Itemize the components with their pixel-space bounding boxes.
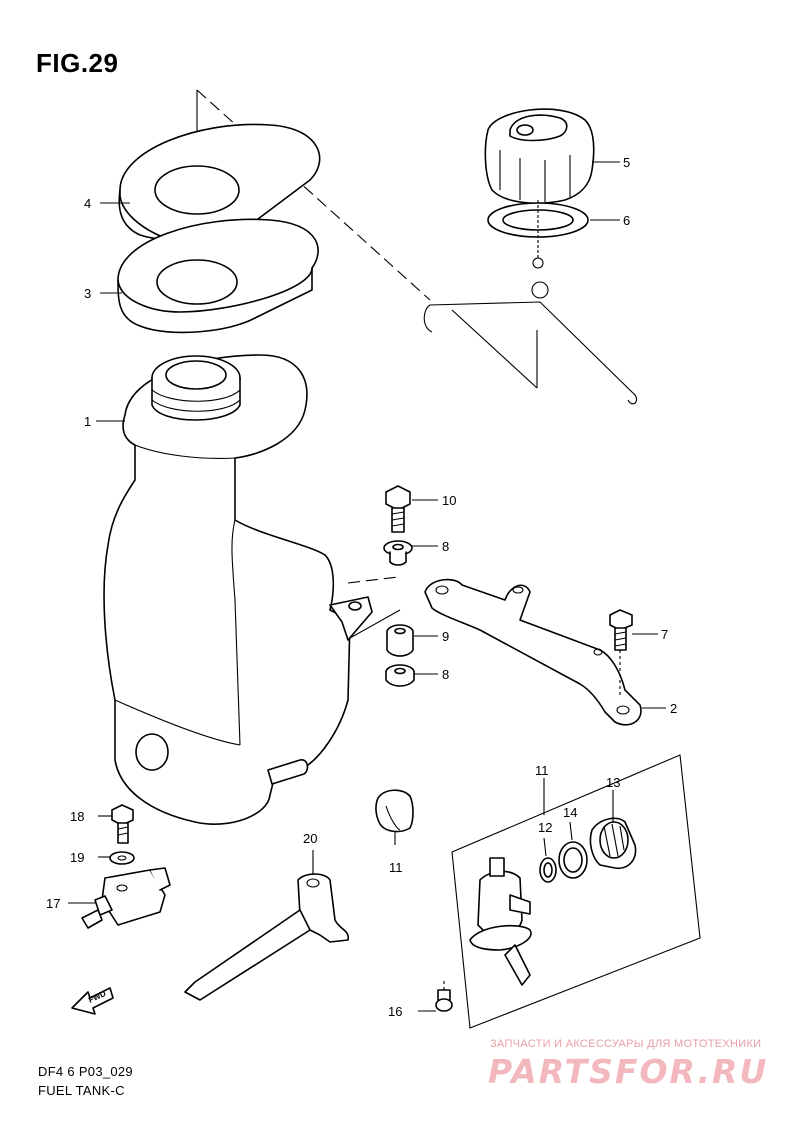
part-3-packing (117, 218, 319, 334)
part-14-knob (589, 817, 637, 870)
part-1-fuel-tank (103, 354, 373, 825)
callout-19: 19 (70, 850, 84, 865)
callout-1: 1 (84, 414, 91, 429)
retainer-wire (423, 301, 638, 405)
watermark-logo: PARTSFOR.RU (488, 1052, 769, 1091)
part-11-cap (375, 789, 414, 833)
dash-link-lower (349, 609, 401, 639)
part-16-screw (435, 978, 453, 1012)
part-2-bracket (424, 578, 642, 726)
callout-20: 20 (303, 831, 317, 846)
callout-2: 2 (670, 701, 677, 716)
callout-3: 3 (84, 286, 91, 301)
part-12-fuel-cock-assembly (451, 754, 701, 1029)
figure-title: FIG.29 (36, 48, 119, 78)
callout-18: 18 (70, 809, 84, 824)
part-10-bolt (385, 485, 411, 533)
callout-13: 12 (538, 820, 552, 835)
callout-7: 7 (661, 627, 668, 642)
callout-4: 4 (84, 196, 91, 211)
part-8-washer-upper (383, 540, 413, 566)
callout-6: 6 (623, 213, 630, 228)
callout-leaders (68, 161, 666, 1012)
callout-numbers: 4 3 1 5 6 10 8 9 8 7 2 11 13 14 12 11 20… (46, 155, 677, 1019)
dash-link-upper (347, 576, 399, 584)
figure-name: FUEL TANK-C (38, 1083, 125, 1098)
callout-15: 14 (563, 805, 577, 820)
callout-8-upper: 8 (442, 539, 449, 554)
figure-model-code: DF4 6 P03_029 (38, 1064, 133, 1079)
fwd-arrow: FWD (71, 987, 114, 1015)
part-15-washer-inner (563, 847, 583, 873)
part-20-strainer (184, 850, 350, 1001)
callout-11: 11 (389, 860, 403, 875)
callout-9: 9 (442, 629, 449, 644)
part-5-fuel-cap (484, 108, 595, 204)
callout-12: 11 (535, 763, 549, 778)
watermark-text: ЗАПЧАСТИ И АКСЕССУАРЫ ДЛЯ МОТОТЕХНИКИ (490, 1038, 762, 1050)
part-8-washer-lower (385, 664, 415, 687)
callout-17: 17 (46, 896, 60, 911)
part-6-cap-gasket (487, 200, 589, 299)
callout-8-lower: 8 (442, 667, 449, 682)
part-19-washer (109, 851, 135, 865)
part-9-grommet (386, 624, 414, 657)
callout-5: 5 (623, 155, 630, 170)
part-17-joint (81, 867, 171, 929)
callout-14: 13 (606, 775, 620, 790)
part-18-bolt (111, 804, 134, 844)
part-13-o-ring-inner (543, 862, 553, 878)
guide-line-diagonal (196, 89, 431, 301)
guide-line-hook (451, 309, 538, 389)
part-4-gasket (118, 123, 321, 241)
callout-10: 10 (442, 493, 456, 508)
part-7-bolt (609, 609, 633, 695)
callout-16: 16 (388, 1004, 402, 1019)
